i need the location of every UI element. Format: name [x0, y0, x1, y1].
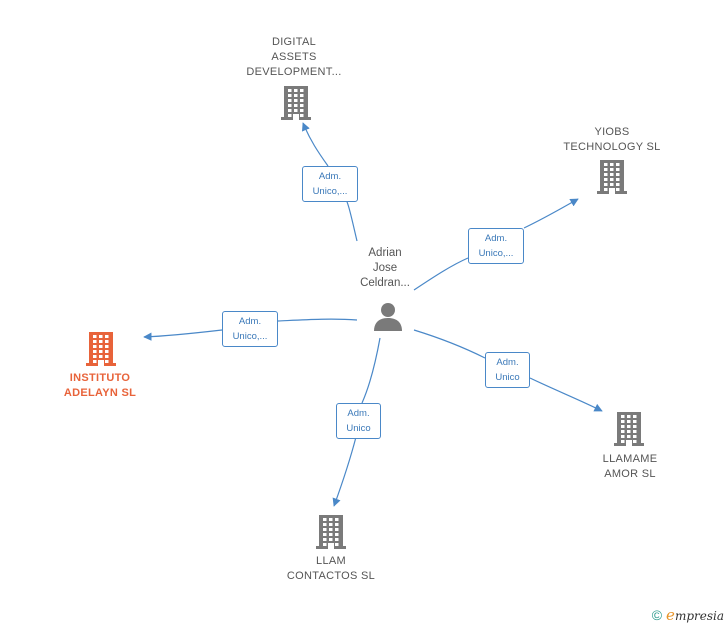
- company-yiobs-line-1: YIOBS: [594, 126, 630, 138]
- brand-logo: empresia: [666, 606, 724, 624]
- edge-yiobs-line-2: Unico,...: [478, 248, 514, 259]
- edge-label-llamame[interactable]: Adm. Unico: [485, 352, 530, 388]
- edge-llam-line-2: Unico: [346, 423, 371, 434]
- company-llam-line-2: CONTACTOS SL: [286, 570, 376, 582]
- company-label-llamame[interactable]: LLAMAME AMOR SL: [580, 452, 680, 482]
- company-digital-line-2: ASSETS: [271, 51, 317, 63]
- building-icon-digital[interactable]: [281, 86, 311, 125]
- copyright-icon: ©: [651, 607, 663, 623]
- edge-line-llamame: [413, 329, 602, 411]
- edge-line-yiobs: [413, 199, 578, 291]
- brand-initial: e: [666, 606, 675, 624]
- edge-instituto-line-2: Unico,...: [232, 331, 268, 342]
- brand-rest: mpresia: [674, 609, 724, 623]
- center-person-label[interactable]: Adrian Jose Celdran...: [340, 246, 430, 291]
- edge-label-yiobs[interactable]: Adm. Unico,...: [468, 228, 524, 264]
- edge-digital-line-2: Unico,...: [312, 186, 348, 197]
- edge-label-llam[interactable]: Adm. Unico: [336, 403, 381, 439]
- center-name-line-1: Adrian: [368, 247, 402, 259]
- building-icon-llam[interactable]: [316, 515, 346, 554]
- company-llam-line-1: LLAM: [316, 555, 346, 567]
- footer-brand: © empresia: [652, 606, 724, 624]
- building-icon-yiobs[interactable]: [597, 160, 627, 199]
- edge-llamame-line-2: Unico: [495, 372, 520, 383]
- edge-digital-line-1: Adm.: [318, 171, 342, 182]
- company-instituto-line-1: INSTITUTO: [69, 372, 131, 384]
- company-llamame-line-1: LLAMAME: [602, 453, 658, 465]
- company-yiobs-line-2: TECHNOLOGY SL: [563, 141, 661, 153]
- company-llamame-line-2: AMOR SL: [604, 468, 656, 480]
- edges: [144, 123, 602, 506]
- edge-yiobs-line-1: Adm.: [484, 233, 508, 244]
- edge-label-digital[interactable]: Adm. Unico,...: [302, 166, 358, 202]
- company-instituto-line-2: ADELAYN SL: [63, 387, 137, 399]
- edge-label-instituto[interactable]: Adm. Unico,...: [222, 311, 278, 347]
- person-icon[interactable]: [372, 300, 404, 332]
- edge-llam-line-1: Adm.: [347, 408, 370, 419]
- building-icon-instituto[interactable]: [86, 332, 116, 371]
- building-icon-llamame[interactable]: [614, 412, 644, 451]
- company-label-digital[interactable]: DIGITAL ASSETS DEVELOPMENT...: [232, 35, 356, 80]
- company-digital-line-3: DEVELOPMENT...: [246, 66, 342, 78]
- center-name-line-2: Jose: [372, 262, 398, 274]
- company-label-yiobs[interactable]: YIOBS TECHNOLOGY SL: [552, 125, 672, 155]
- company-label-instituto[interactable]: INSTITUTO ADELAYN SL: [40, 371, 160, 401]
- edge-instituto-line-1: Adm.: [238, 316, 262, 327]
- center-name-line-3: Celdran...: [360, 277, 410, 289]
- company-digital-line-1: DIGITAL: [271, 36, 317, 48]
- edge-llamame-line-1: Adm.: [496, 357, 519, 368]
- edge-line-instituto: [144, 318, 358, 337]
- company-label-llam[interactable]: LLAM CONTACTOS SL: [276, 554, 386, 584]
- edge-line-llam: [334, 337, 381, 506]
